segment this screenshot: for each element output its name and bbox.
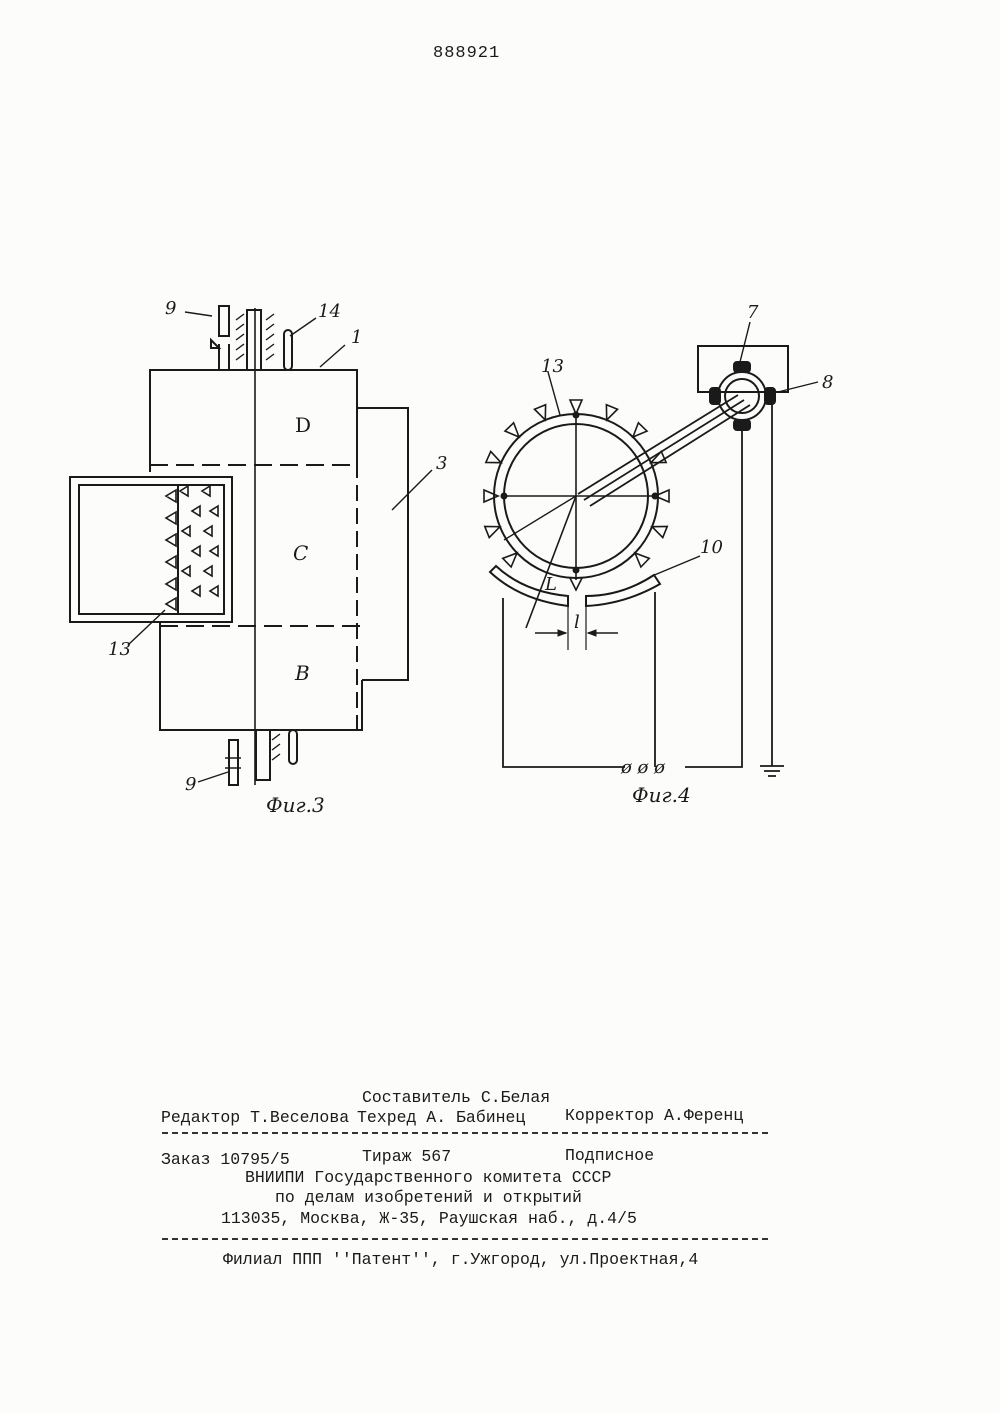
fig3-zone-label-c: C [293,541,308,565]
fig3-callout-9-top: 9 [165,298,176,319]
fig4-callout-7: 7 [747,302,759,323]
fig3-leader-9-top [184,311,213,317]
imprint-address: 113035, Москва, Ж-35, Раушская наб., д.4… [221,1209,637,1228]
fig3-top-fittings [210,305,293,371]
fig3-side-chamber-outer [69,476,233,623]
fig4-ground-symbol [760,765,784,777]
fig4-electrode-arc-right [585,573,662,608]
patent-number: 888921 [433,44,501,63]
fig4-wire-right [685,430,743,768]
fig3-leader-3 [391,469,433,511]
imprint-subscription: Подписное [565,1146,655,1165]
fig4-pivot-inner [724,378,760,414]
drawing-sheet: 9 14 1 3 13 9 D C B Фиг.3 [69,298,833,817]
fig3-callout-9-bottom: 9 [185,774,196,795]
fig3-leader-1 [319,344,346,368]
fig3-callout-1: 1 [351,327,362,348]
fig3-side-chamber-inner [78,484,225,615]
fig3-triangle-elements [164,484,219,612]
imprint-org-line2: по делам изобретений и открытий [275,1188,582,1207]
fig3-leader-9-bottom [197,771,229,783]
fig3-leader-13 [127,609,166,646]
imprint-divider-top [162,1132,768,1134]
imprint-techred: Техред А. Бабинец [357,1108,526,1127]
fig3-housing-lower [159,622,363,731]
figure-3 [69,305,433,786]
imprint-corrector: Корректор А.Ференц [565,1106,744,1125]
imprint-editor: Редактор Т.Веселова [161,1108,350,1127]
fig4-dimension-L: L [544,574,557,595]
fig3-leader-14 [289,317,317,337]
fig4-terminals: ø ø ø [620,757,666,778]
fig4-caption: Фиг.4 [632,783,691,807]
fig4-callout-10: 10 [700,537,723,558]
fig3-callout-3: 3 [436,453,447,474]
figure-4 [483,321,819,777]
imprint-branch: Филиал ППП ''Патент'', г.Ужгород, ул.Про… [223,1250,699,1269]
fig3-external-loop [357,407,409,681]
fig4-callout-13: 13 [541,356,564,377]
fig3-caption: Фиг.3 [266,793,325,817]
imprint-order: Заказ 10795/5 [161,1150,290,1169]
fig4-wire-left [502,598,625,768]
imprint-divider-bottom [162,1238,768,1240]
fig3-callout-13: 13 [108,639,131,660]
fig3-callout-14: 14 [318,301,341,322]
fig3-housing-upper [149,369,358,472]
fig3-zone-label-d: D [295,413,311,437]
fig4-teeth [483,399,670,569]
imprint-org-line1: ВНИИПИ Государственного комитета СССР [245,1168,612,1187]
imprint-circulation: Тираж 567 [362,1147,452,1166]
fig3-zone-label-b: B [294,661,310,685]
fig4-electrode-arc-left [488,564,569,608]
fig4-dimension-l: l [574,612,580,633]
fig4-contact-box [697,345,789,393]
imprint-compiler: Составитель С.Белая [362,1088,551,1107]
fig3-bottom-fittings [225,729,298,786]
fig4-callout-8: 8 [822,372,833,393]
